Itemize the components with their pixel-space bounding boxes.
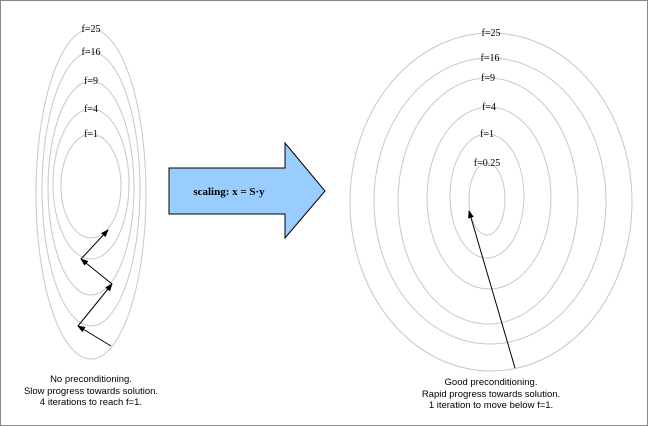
left-caption-line: 4 iterations to reach f=1. [39, 397, 143, 408]
step-arrow [77, 283, 113, 327]
contour-ellipse [41, 51, 141, 327]
right-caption-line: Good preconditioning. [444, 377, 538, 388]
contour-ellipse [397, 77, 579, 325]
contour-ellipse [60, 133, 122, 239]
left-caption: No preconditioning. Slow progress toward… [1, 374, 211, 409]
contour-label: f=25 [82, 24, 101, 35]
left-caption-line: No preconditioning. [50, 374, 132, 385]
contour-ellipse [35, 28, 147, 360]
contour-ellipse [52, 108, 130, 260]
contour-label: f=9 [84, 76, 98, 87]
step-arrow [80, 229, 109, 260]
contour-ellipse [426, 106, 552, 290]
scaling-arrow: scaling: x = S·y [168, 141, 326, 240]
right-descent-steps [468, 210, 516, 369]
left-contours: f=25 f=16 f=9 f=4 f=1 [35, 24, 147, 360]
contour-ellipse [349, 32, 633, 372]
contour-label: f=1 [480, 129, 494, 140]
contour-ellipse [47, 80, 135, 296]
contour-label: f=1 [84, 129, 98, 140]
contour-ellipse [468, 162, 506, 236]
contour-label: f=25 [482, 28, 501, 39]
contour-label: f=16 [481, 53, 500, 64]
contour-label: f=4 [84, 104, 98, 115]
contour-label: f=0.25 [474, 158, 500, 169]
right-caption-line: 1 iteration to move below f=1. [428, 400, 554, 411]
step-arrow [80, 258, 113, 285]
contour-label: f=16 [82, 47, 101, 58]
contour-label: f=4 [482, 102, 496, 113]
right-caption: Good preconditioning. Rapid progress tow… [371, 377, 611, 412]
scaling-arrow-label: scaling: x = S·y [193, 186, 265, 198]
step-arrow [77, 325, 112, 347]
left-caption-line: Slow progress towards solution. [23, 385, 159, 397]
contour-ellipse [449, 133, 525, 259]
contour-label: f=9 [481, 73, 495, 84]
contour-ellipse [373, 57, 607, 345]
step-arrow [468, 210, 516, 369]
left-descent-steps [77, 229, 113, 347]
right-contours: f=25 f=16 f=9 f=4 f=1 f=0.25 [349, 28, 633, 372]
right-caption-line: Rapid progress towards solution. [421, 388, 561, 400]
